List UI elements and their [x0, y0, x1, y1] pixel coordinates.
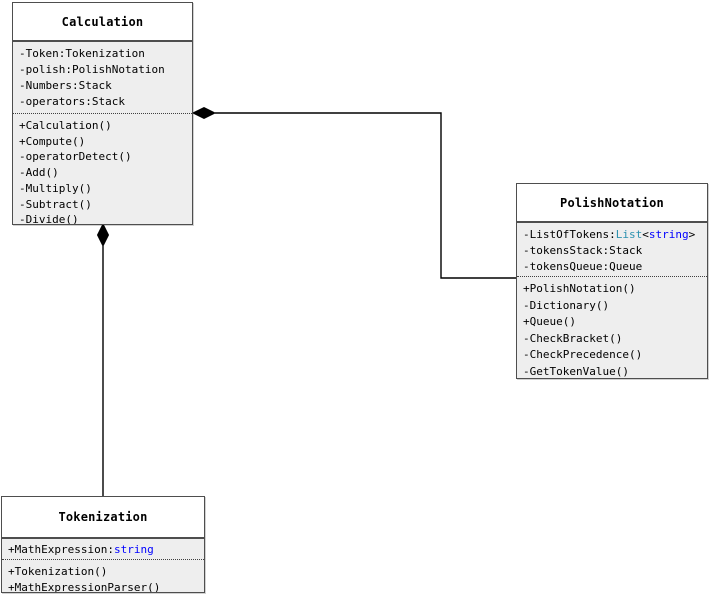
class-member: -operators:Stack: [19, 95, 125, 108]
class-box-tokenization[interactable]: Tokenization +MathExpression:string +Tok…: [1, 496, 205, 593]
class-name: Calculation: [13, 3, 192, 42]
class-member: -Dictionary(): [523, 298, 610, 312]
attributes-compartment: -Token:Tokenization -polish:PolishNotatio…: [13, 42, 192, 114]
class-member: -Multiply(): [19, 181, 92, 195]
class-member: +Calculation(): [19, 119, 112, 132]
class-member: -Numbers:Stack: [19, 79, 112, 92]
class-member: -polish:PolishNotation: [19, 63, 165, 76]
class-member: -tokensStack:Stack: [523, 244, 643, 257]
class-member: -Divide(): [19, 213, 79, 225]
class-member: +Tokenization(): [8, 565, 108, 578]
class-box-polishnotation[interactable]: PolishNotation -ListOfTokens:List<string…: [516, 183, 708, 379]
class-member: -Add(): [19, 166, 59, 180]
class-member: +PolishNotation(): [523, 282, 636, 295]
class-member: -ListOfTokens:List<string>: [523, 228, 696, 241]
class-member: -operatorDetect(): [19, 150, 132, 164]
class-member: -GetTokenValue(): [523, 364, 629, 378]
composition-diamond-icon[interactable]: [191, 106, 217, 120]
keyword-token: string: [648, 228, 689, 241]
class-member: +MathExpressionParser(): [8, 581, 161, 593]
methods-compartment: +PolishNotation() -Dictionary() +Queue() -C…: [517, 277, 707, 378]
class-member: -Token:Tokenization: [19, 47, 145, 60]
class-box-calculation[interactable]: Calculation -Token:Tokenization -polish:P…: [12, 2, 193, 225]
attributes-compartment: -ListOfTokens:List<string> -tokensStack:S…: [517, 223, 707, 277]
composition-connector-calculation-polishnotation[interactable]: [215, 112, 516, 279]
methods-compartment: +Tokenization() +MathExpressionParser(): [2, 560, 204, 593]
class-member: +Queue(): [523, 315, 576, 329]
class-member: -Subtract(): [19, 197, 92, 211]
class-member: -tokensQueue:Queue: [523, 260, 643, 273]
methods-compartment: +Calculation() +Compute() -operatorDetect(…: [13, 114, 192, 225]
class-member: -CheckPrecedence(): [523, 348, 643, 362]
class-member: -CheckBracket(): [523, 331, 623, 345]
class-name: PolishNotation: [517, 184, 707, 223]
attributes-compartment: +MathExpression:string: [2, 539, 204, 560]
class-name: Tokenization: [2, 497, 204, 539]
keyword-token: string: [113, 543, 154, 556]
class-member: +Compute(): [19, 134, 86, 148]
class-member: +MathExpression:string: [8, 543, 154, 556]
composition-diamond-icon[interactable]: [96, 222, 110, 248]
type-name-token: List: [615, 228, 643, 241]
